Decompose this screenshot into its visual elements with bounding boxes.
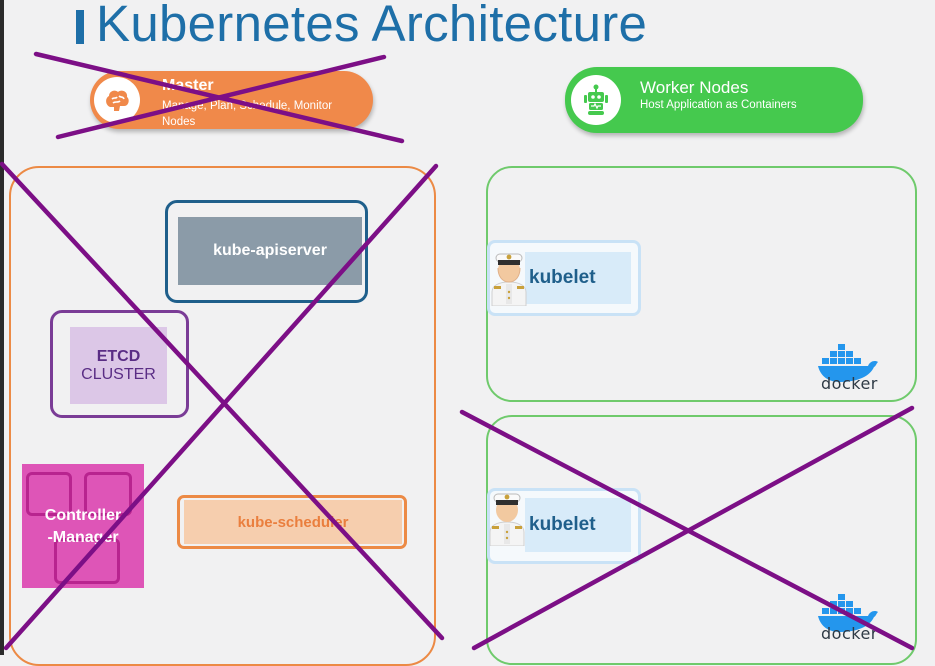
- etcd-label: ETCD: [96, 347, 141, 365]
- page-title: Kubernetes Architecture: [96, 0, 648, 52]
- kube-scheduler: kube-scheduler: [184, 500, 402, 544]
- worker-nodes-subtitle: Host Application as Containers: [640, 99, 797, 111]
- controller-manager-line2: -Manager: [47, 529, 119, 546]
- master-subtitle: Manage, Plan, Schedule, Monitor Nodes: [162, 100, 333, 128]
- master-header: Master Manage, Plan, Schedule, Monitor N…: [90, 71, 373, 129]
- worker-nodes-title: Worker Nodes: [640, 78, 749, 97]
- worker-nodes-header: Worker Nodes Host Application as Contain…: [565, 67, 863, 133]
- docker-label-2: docker: [821, 624, 878, 643]
- kubelet-1: kubelet: [525, 252, 631, 304]
- master-title: Master: [162, 77, 214, 94]
- brain-icon: [94, 77, 140, 123]
- window-edge: [0, 0, 4, 655]
- kubelet-2: kubelet: [525, 498, 631, 552]
- etcd-cluster: ETCD CLUSTER: [70, 327, 167, 404]
- kubelet-label-1: kubelet: [529, 267, 596, 288]
- captain-icon: [491, 253, 527, 306]
- captain-icon: [489, 493, 525, 546]
- title-accent-bar: [76, 10, 84, 44]
- controller-manager-label: Controller -Manager: [22, 505, 144, 549]
- controller-manager-line1: Controller: [44, 507, 122, 524]
- etcd-cluster-label: CLUSTER: [81, 365, 156, 383]
- kube-apiserver: kube-apiserver: [178, 217, 362, 285]
- kubelet-label-2: kubelet: [529, 514, 596, 535]
- robot-icon: [571, 75, 621, 125]
- docker-whale-icon: [818, 344, 878, 382]
- docker-label-1: docker: [821, 374, 878, 393]
